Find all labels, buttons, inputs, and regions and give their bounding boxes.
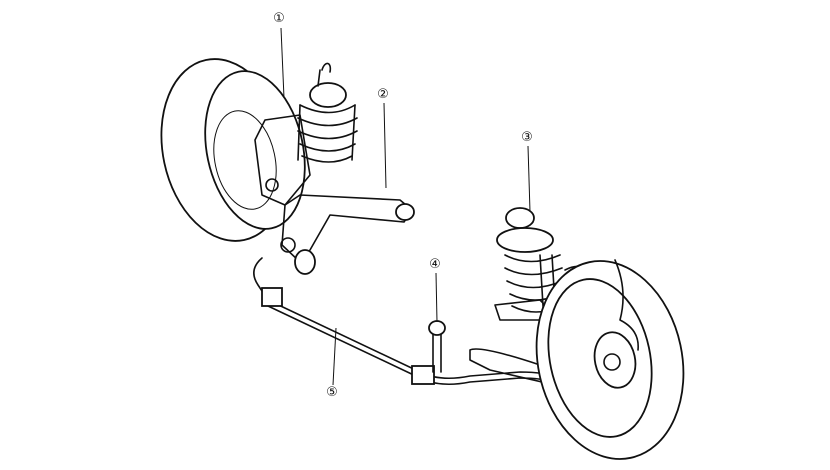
callout-5: ⑤: [326, 385, 338, 400]
left-wheel: [160, 58, 306, 242]
callout-1: ①: [273, 11, 285, 26]
right-wheel: [535, 259, 685, 460]
callout-2: ②: [377, 87, 389, 102]
leader-lines: [280, 27, 531, 386]
lower-control-arm: [280, 194, 415, 275]
stabilizer-link: [428, 320, 446, 373]
stabilizer-bar: [253, 257, 561, 386]
callout-4: ④: [429, 257, 441, 272]
callout-3: ③: [521, 130, 533, 145]
